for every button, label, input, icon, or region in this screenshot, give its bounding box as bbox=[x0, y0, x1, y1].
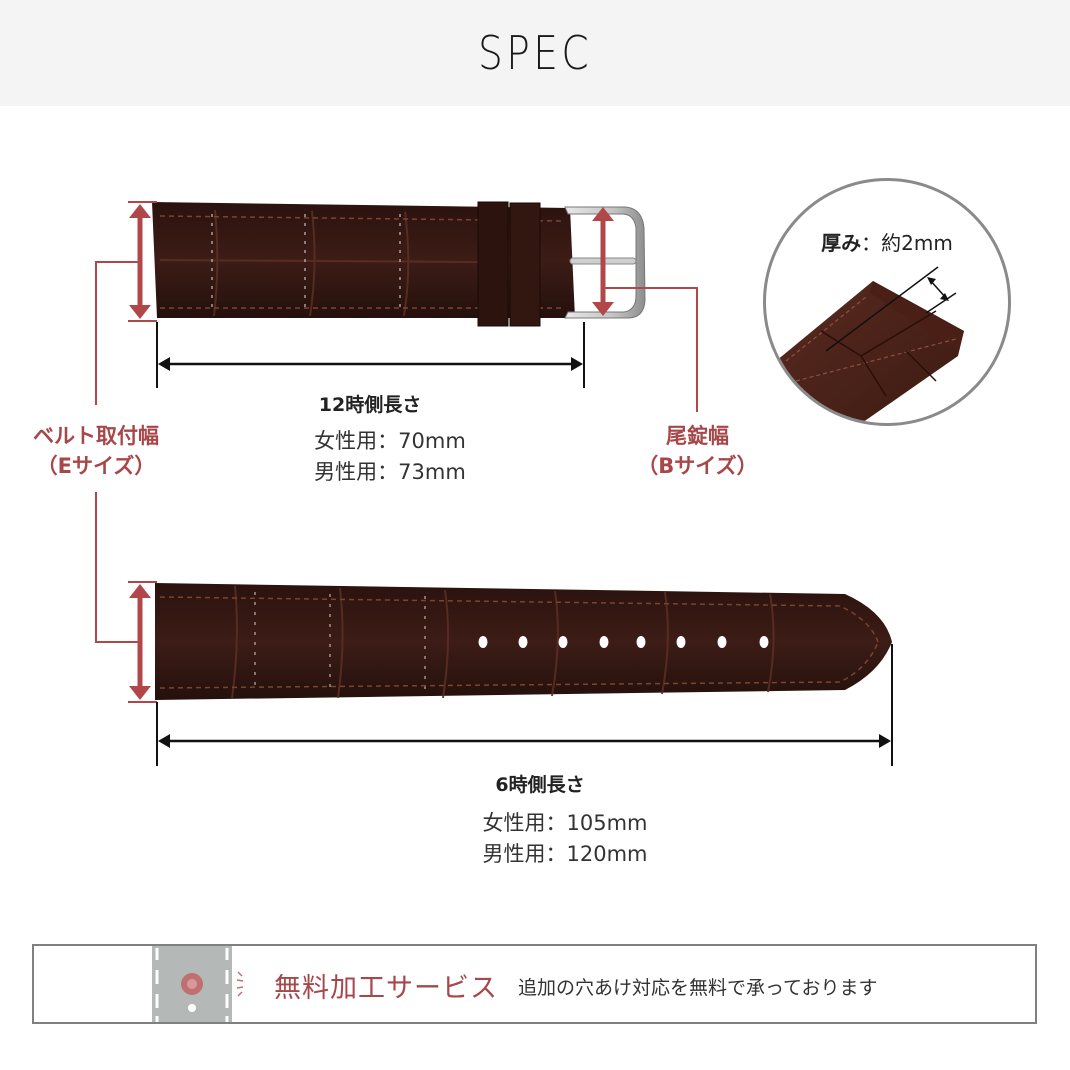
bottom-length-women: 女性用：105mm bbox=[482, 811, 648, 835]
top-length-title: 12時側長さ bbox=[318, 394, 422, 416]
e-size-label-line1: ベルト取付幅 bbox=[33, 424, 159, 448]
bottom-length-title: 6時側長さ bbox=[495, 774, 585, 796]
top-length-men: 男性用：73mm bbox=[314, 460, 466, 484]
b-size-label: 尾錠幅 （Bサイズ） bbox=[625, 421, 770, 481]
top-length-values: 女性用：70mm 男性用：73mm bbox=[280, 426, 500, 488]
e-size-label: ベルト取付幅 （Eサイズ） bbox=[20, 421, 172, 481]
bottom-length-men: 男性用：120mm bbox=[482, 842, 648, 866]
top-length-women: 女性用：70mm bbox=[314, 429, 466, 453]
strap-holes bbox=[478, 636, 769, 648]
page-title: SPEC bbox=[477, 26, 593, 80]
free-service-banner: 無料加工サービス 追加の穴あけ対応を無料で承っております bbox=[32, 944, 1037, 1024]
top-strap bbox=[152, 201, 646, 327]
spec-diagram bbox=[95, 201, 893, 766]
top-length-dimension bbox=[156, 322, 585, 388]
b-size-arrow bbox=[592, 207, 698, 412]
thickness-label-title: 厚み bbox=[821, 231, 862, 255]
thickness-label: 厚み：約2mm bbox=[766, 227, 1008, 256]
e-size-label-line2: （Eサイズ） bbox=[36, 454, 156, 478]
service-title: 無料加工サービス bbox=[274, 973, 498, 1004]
bottom-length-dimension bbox=[156, 644, 893, 766]
page-header: SPEC bbox=[0, 0, 1070, 106]
bottom-length-values: 女性用：105mm 男性用：120mm bbox=[450, 808, 680, 870]
thickness-strap-closeup bbox=[768, 266, 964, 423]
b-size-label-line2: （Bサイズ） bbox=[637, 454, 758, 478]
strap-hole-punch-icon bbox=[152, 946, 244, 1022]
thickness-value: ：約2mm bbox=[861, 231, 953, 255]
b-size-label-line1: 尾錠幅 bbox=[666, 424, 729, 448]
thickness-detail-circle: 厚み：約2mm bbox=[763, 178, 1011, 426]
bottom-strap bbox=[155, 583, 892, 700]
e-size-arrows bbox=[95, 201, 157, 703]
service-description: 追加の穴あけ対応を無料で承っております bbox=[518, 977, 878, 999]
